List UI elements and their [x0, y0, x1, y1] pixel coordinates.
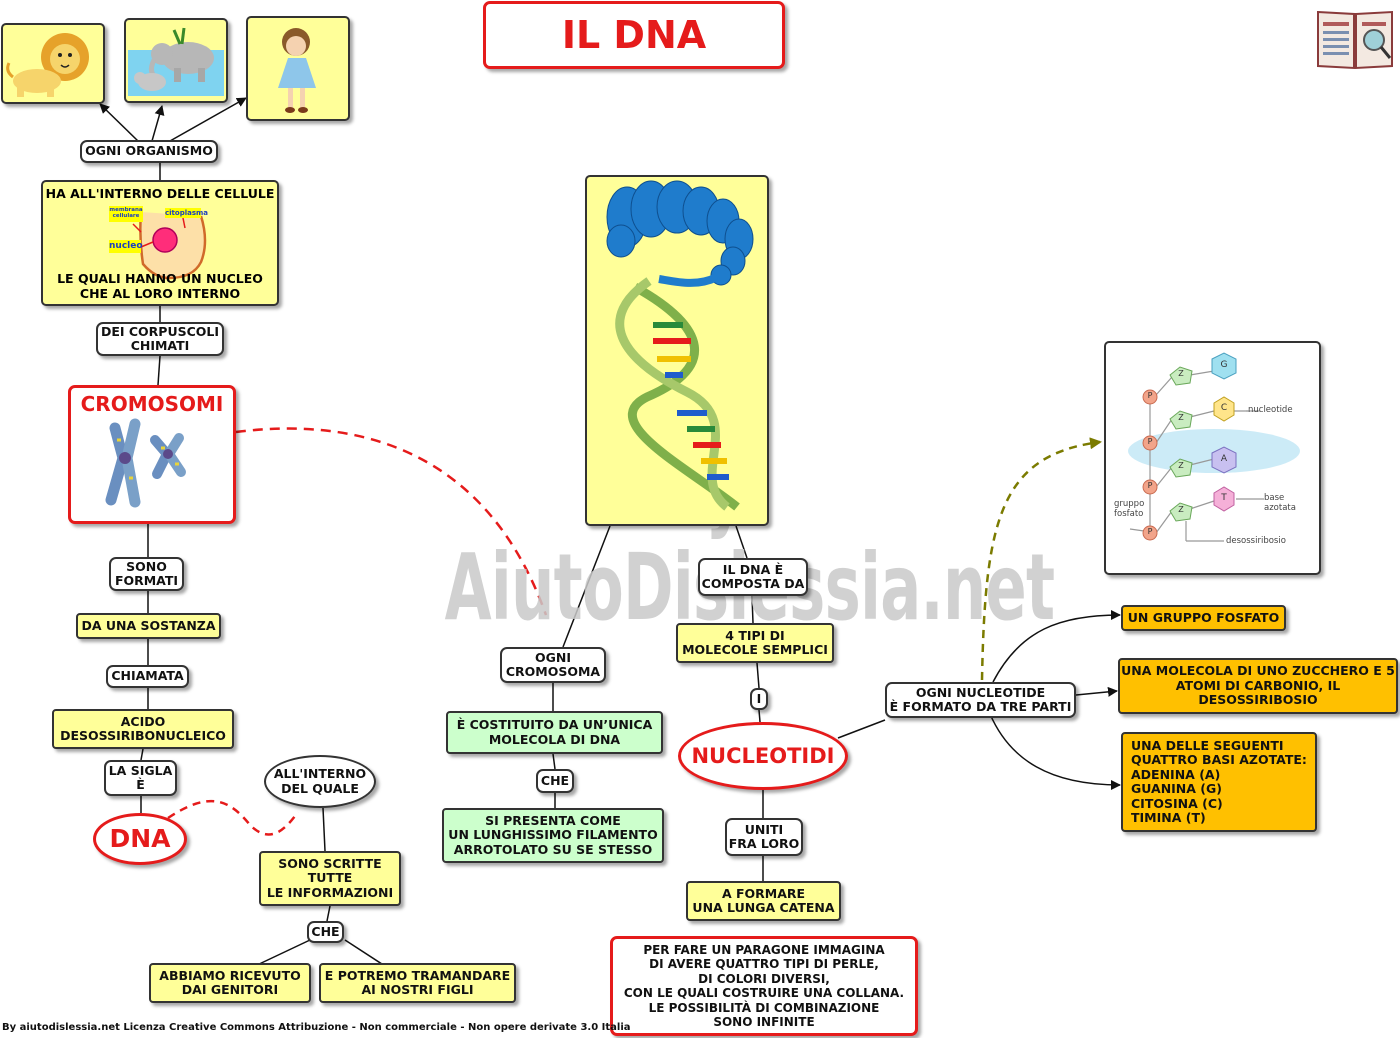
cromosomi-box: CROMOSOMI: [68, 385, 236, 524]
diagram-gruppo-label: gruppo fosfato: [1114, 499, 1145, 519]
cell-diagram: [109, 206, 207, 280]
interno-quale-ellipse: ALL'INTERNO DEL QUALE: [264, 755, 376, 808]
diagram-z4: Z: [1178, 505, 1184, 514]
basi-box: UNA DELLE SEGUENTI QUATTRO BASI AZOTATE:…: [1121, 732, 1317, 832]
cellule-box: HA ALL'INTERNO DELLE CELLULE membrana ce…: [41, 180, 279, 306]
diagram-z3: Z: [1178, 461, 1184, 470]
sigla-box: LA SIGLA È: [104, 760, 177, 796]
diagram-g: G: [1220, 360, 1228, 370]
uniti-box: UNITI FRA LORO: [725, 818, 803, 856]
diagram-a: A: [1220, 454, 1228, 464]
genitori-box: ABBIAMO RICEVUTO DAI GENITORI: [149, 963, 311, 1003]
catena-box: A FORMARE UNA LUNGA CATENA: [686, 881, 841, 921]
sono-formati-box: SONO FORMATI: [109, 557, 184, 591]
footer-license: By aiutodislessia.net Licenza Creative C…: [2, 1022, 631, 1033]
dna-ellipse: DNA: [93, 813, 187, 865]
dna-picture: [585, 175, 769, 526]
diagram-p1: P: [1147, 391, 1153, 400]
cellule-top-text: HA ALL'INTERNO DELLE CELLULE: [45, 186, 275, 201]
diagram-nucleotide-label: nucleotide: [1248, 405, 1293, 415]
corpuscoli-box: DEI CORPUSCOLI CHIMATI: [96, 322, 224, 356]
diagram-p2: P: [1147, 437, 1153, 446]
diagram-p3: P: [1147, 481, 1153, 490]
membrana-label: membrana cellulare: [109, 207, 143, 219]
costituito-box: È COSTITUITO DA UN’UNICA MOLECOLA DI DNA: [446, 711, 663, 754]
informazioni-box: SONO SCRITTE TUTTE LE INFORMAZIONI: [259, 851, 401, 906]
citoplasma-label: citoplasma: [165, 209, 209, 217]
che-center-box: CHE: [536, 769, 574, 793]
nucleotide-diagram: [1128, 352, 1300, 542]
fosfato-box: UN GRUPPO FOSFATO: [1121, 605, 1286, 631]
che-left-box: CHE: [307, 921, 344, 943]
elephants-picture: [124, 18, 228, 103]
tipi-box: 4 TIPI DI MOLECOLE SEMPLICI: [676, 623, 834, 663]
chiamata-box: CHIAMATA: [106, 665, 189, 688]
lion-picture: [1, 23, 105, 104]
figli-box: E POTREMO TRAMANDARE AI NOSTRI FIGLI: [319, 963, 516, 1003]
composta-box: IL DNA È COMPOSTA DA: [698, 558, 808, 596]
diagram-z1: Z: [1178, 369, 1184, 378]
filamento-box: SI PRESENTA COME UN LUNGHISSIMO FILAMENT…: [442, 808, 664, 863]
book-logo-icon: [1314, 6, 1396, 72]
cellule-bottom-text: LE QUALI HANNO UN NUCLEO CHE AL LORO INT…: [57, 271, 263, 301]
diagram-t: T: [1221, 493, 1227, 503]
girl-picture: [246, 16, 350, 121]
paragone-box: PER FARE UN PARAGONE IMMAGINA DI AVERE Q…: [610, 936, 918, 1036]
zucchero-box: UNA MOLECOLA DI UNO ZUCCHERO E 5 ATOMI D…: [1118, 658, 1398, 714]
dna-helix-icon: [606, 180, 754, 511]
diagram-base-label: base azotata: [1264, 493, 1296, 513]
diagram-z2: Z: [1178, 413, 1184, 422]
i-box: I: [750, 688, 768, 710]
nucleotidi-ellipse: NUCLEOTIDI: [678, 722, 848, 790]
diagram-c: C: [1220, 403, 1228, 413]
acido-box: ACIDO DESOSSIRIBONUCLEICO: [52, 709, 234, 749]
ogni-nucleotide-box: OGNI NUCLEOTIDE È FORMATO DA TRE PARTI: [885, 682, 1076, 718]
cromosomi-label: CROMOSOMI: [80, 392, 224, 416]
diagram-desossiribosio-label: desossiribosio: [1226, 536, 1286, 546]
chromosome-icon: [105, 418, 186, 508]
sostanza-box: DA UNA SOSTANZA: [76, 613, 221, 639]
diagram-p4: P: [1147, 527, 1153, 536]
nucleotide-picture: P P P P Z Z Z Z G C A T nucleotide grupp…: [1104, 341, 1321, 575]
ogni-organismo-box: OGNI ORGANISMO: [80, 140, 218, 163]
nucleo-label: nucleo: [109, 241, 143, 251]
ogni-cromosoma-box: OGNI CROMOSOMA: [500, 647, 606, 683]
page-title: IL DNA: [483, 1, 785, 69]
